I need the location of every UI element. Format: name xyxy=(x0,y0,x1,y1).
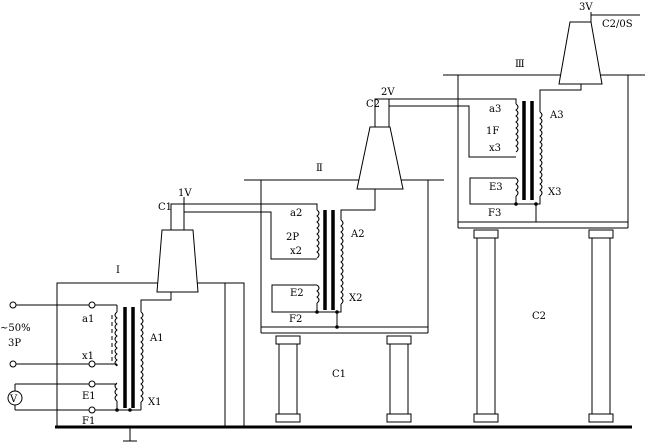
stage-1-lv-winding xyxy=(114,311,118,367)
voltmeter-icon xyxy=(7,390,23,406)
label-X1: X1 xyxy=(148,397,161,408)
stage-1-hv-winding xyxy=(140,311,144,403)
stage-2-hv-winding xyxy=(340,219,344,305)
voltmeter-label: V xyxy=(9,394,18,405)
terminal-x1 xyxy=(88,360,96,368)
stage-3-voltage: 3V xyxy=(579,2,593,13)
stage-1-voltage: 1V xyxy=(178,188,192,199)
stage-3-bushing xyxy=(558,21,603,85)
stage-2-roman: Ⅱ xyxy=(316,163,323,174)
stage-2-support-right xyxy=(389,341,409,421)
label-e3: E3 xyxy=(489,182,503,193)
stage-2-support-left xyxy=(278,341,298,421)
source-line1: ~50% xyxy=(0,323,31,334)
label-a1: a1 xyxy=(82,314,94,325)
terminal-e1 xyxy=(88,380,96,388)
stage-3-hv-winding xyxy=(539,111,543,197)
stage-3-support-right xyxy=(591,236,611,421)
stage-2-tank xyxy=(260,180,429,328)
label-X2: X2 xyxy=(349,293,362,304)
label-A1: A1 xyxy=(149,333,164,344)
label-a3: a3 xyxy=(489,104,501,115)
label-A3: A3 xyxy=(549,110,564,121)
terminal-a1 xyxy=(88,301,96,309)
stage-1-roman: Ⅰ xyxy=(116,265,120,276)
terminal-f1 xyxy=(88,406,96,414)
label-X3: X3 xyxy=(548,187,561,198)
label-x2: x2 xyxy=(290,246,302,257)
source-terminal-top xyxy=(9,301,17,309)
stage-3: C2 Ⅲ 3V C2/0S a3 1F x3 E3 xyxy=(374,2,645,423)
stage-1-bushing-label: C1 xyxy=(158,202,172,213)
source-line2: 3P xyxy=(8,338,21,349)
stage-3-support-label: C2 xyxy=(532,311,546,322)
stage-2: C1 Ⅱ C2 2V a2 2P x2 xyxy=(170,87,444,423)
stage-3-roman: Ⅲ xyxy=(515,59,525,70)
label-a2: a2 xyxy=(290,208,302,219)
stage-2-voltage: 2V xyxy=(381,87,395,98)
stage-3-lv-winding xyxy=(515,103,519,153)
label-f1: F1 xyxy=(82,416,95,427)
label-e1: E1 xyxy=(82,391,96,402)
label-e2: E2 xyxy=(290,288,304,299)
stage-1-bushing xyxy=(156,229,199,293)
stage-3-bushing-label: C2/0S xyxy=(602,19,633,30)
stage-1-tank xyxy=(56,282,245,427)
label-1f: 1F xyxy=(486,126,499,137)
stage-2-bushing xyxy=(356,126,404,190)
label-f2: F2 xyxy=(289,314,302,325)
stage-2-support-label: C1 xyxy=(332,369,346,380)
stage-2-exc-winding xyxy=(316,284,320,304)
label-x3: x3 xyxy=(489,143,501,154)
stage-1-exc-winding xyxy=(114,382,118,402)
stage-2-lv-winding xyxy=(316,209,320,259)
source-terminal-bottom xyxy=(9,360,17,368)
label-f3: F3 xyxy=(488,208,501,219)
stage-3-exc-winding xyxy=(515,177,519,197)
label-A2: A2 xyxy=(350,229,365,240)
label-2p: 2P xyxy=(286,232,299,243)
label-x1: x1 xyxy=(82,351,94,362)
stage-3-tank xyxy=(457,75,629,223)
stage-2-bushing-label: C2 xyxy=(366,99,380,110)
stage-1: Ⅰ C1 1V xyxy=(0,188,245,427)
stage-3-support-left xyxy=(476,236,496,421)
